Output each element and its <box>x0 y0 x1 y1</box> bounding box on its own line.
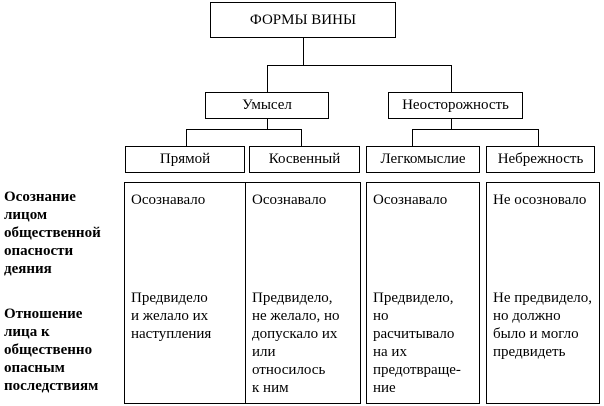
column-indirect-awareness: Осознавало <box>252 192 327 208</box>
column-frivolity: Осознавало Предвидело, но расчитывало на… <box>366 182 480 404</box>
column-indirect: Осознавало Предвидело, не желало, но доп… <box>245 182 361 404</box>
kind-frivolity-label: Легкомыслие <box>380 151 466 167</box>
connector-negligence-horizontal <box>412 129 539 130</box>
column-direct-awareness: Осознавало <box>131 192 206 208</box>
kind-indirect: Косвенный <box>249 146 360 173</box>
column-frivolity-attitude: Предвидело, но расчитывало на их предотв… <box>373 290 461 396</box>
connector-negligence-down <box>451 119 452 129</box>
connector-to-kind-direct <box>186 129 187 146</box>
group-intent: Умысел <box>205 92 329 119</box>
connector-intent-horizontal <box>186 129 302 130</box>
kind-indirect-label: Косвенный <box>268 151 341 167</box>
column-direct: Осознавало Предвидело и желало их наступ… <box>124 182 246 404</box>
connector-to-group-intent <box>267 65 268 92</box>
kind-carelessness-label: Небрежность <box>497 151 584 167</box>
connector-title-down <box>303 38 304 65</box>
column-carelessness-awareness: Не осозновало <box>493 192 587 208</box>
column-carelessness-attitude: Не предвидело, но должно было и могло пр… <box>493 290 592 360</box>
connector-to-kind-indirect <box>301 129 302 146</box>
column-frivolity-awareness: Осознавало <box>373 192 448 208</box>
diagram-title-text: ФОРМЫ ВИНЫ <box>249 11 357 28</box>
kind-carelessness: Небрежность <box>486 146 595 173</box>
kind-direct: Прямой <box>125 146 245 173</box>
column-direct-attitude: Предвидело и желало их наступления <box>131 290 212 342</box>
connector-to-kind-frivolity <box>412 129 413 146</box>
column-carelessness: Не осозновало Не предвидело, но должно б… <box>486 182 600 404</box>
row-label-attitude: Отношение лица к общественно опасным пос… <box>4 306 99 394</box>
connector-to-kind-carelessness <box>538 129 539 146</box>
kind-frivolity: Легкомыслие <box>366 146 480 173</box>
group-negligence-label: Неосторожность <box>402 97 509 113</box>
group-intent-label: Умысел <box>242 97 292 113</box>
connector-intent-down <box>267 119 268 129</box>
kind-direct-label: Прямой <box>159 151 211 167</box>
connector-to-group-negligence <box>451 65 452 92</box>
diagram-title: ФОРМЫ ВИНЫ <box>210 2 396 38</box>
column-indirect-attitude: Предвидело, не желало, но допускало их и… <box>252 290 340 396</box>
row-label-awareness: Осознание лицом общественной опасности д… <box>4 189 101 277</box>
group-negligence: Неосторожность <box>388 92 523 119</box>
connector-groups-horizontal <box>267 65 451 66</box>
